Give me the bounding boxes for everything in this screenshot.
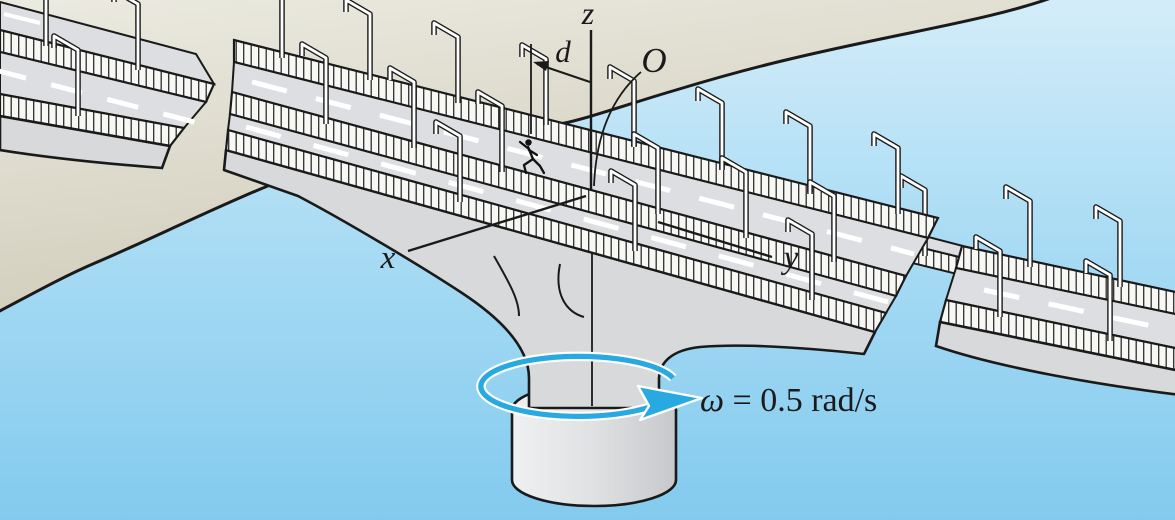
annotations: z d O x y ω = 0.5 rad/s: [380, 0, 878, 419]
x-axis-label: x: [380, 240, 396, 276]
omega-equation: = 0.5 rad/s: [724, 382, 877, 419]
y-axis-label: y: [781, 240, 799, 276]
right-span-lane-line: [983, 287, 1175, 334]
right-span-near-railing: [938, 298, 1175, 372]
left-span-deck-slab: [0, 114, 172, 170]
origin-label: O: [641, 41, 666, 80]
z-axis-label: z: [581, 0, 595, 31]
far-roadway-lane-line: [251, 79, 915, 257]
left-approach-span: [0, 0, 217, 170]
left-span-rear-dash: [3, 12, 41, 25]
rotating-span-near-railing: [224, 128, 888, 334]
wing-flare-curve: [493, 255, 520, 317]
right-span-deck-slab: [934, 320, 1175, 396]
omega-symbol: ω: [700, 382, 724, 419]
pier-column-and-wing: [222, 148, 877, 410]
rotation-direction-arrow: [476, 351, 704, 422]
rotating-span-substructure: [222, 148, 877, 410]
wing-flare-curve: [557, 263, 585, 318]
origin-leader-line: [593, 71, 642, 187]
angular-velocity-label: ω = 0.5 rad/s: [700, 382, 877, 419]
d-label: d: [555, 34, 571, 69]
x-axis-line: [407, 194, 587, 253]
rotation-arrowhead: [636, 384, 704, 422]
person-runner: [518, 139, 546, 175]
d-arrowhead-icon: [533, 61, 549, 71]
left-span-lane-line: [0, 68, 199, 126]
y-axis-line: [657, 220, 773, 259]
